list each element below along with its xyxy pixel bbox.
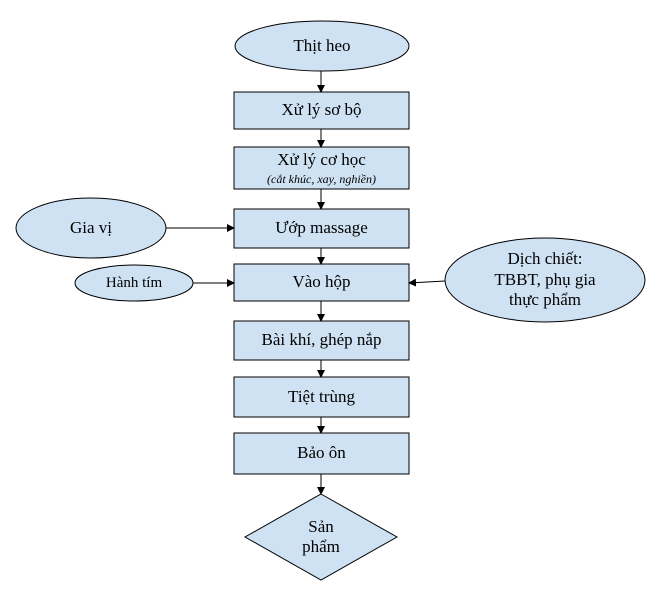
marinate-node: Ướp massage [234, 209, 409, 248]
marinate-label: Ướp massage [275, 218, 368, 238]
extract-node: Dịch chiết: TBBT, phụ gia thực phẩm [445, 238, 645, 322]
spices-label: Gia vị [69, 217, 113, 237]
exhaust-seal-label: Bài khí, ghép nắp [261, 330, 382, 350]
shallot-node: Hành tím [75, 265, 193, 301]
raw-material-label: Thịt heo [293, 35, 351, 55]
incubate-box [233, 432, 410, 475]
preprocess-box [233, 91, 410, 130]
extract-ellipse [444, 237, 646, 323]
incubate-label: Bảo ôn [297, 443, 346, 463]
exhaust-seal-node: Bài khí, ghép nắp [234, 321, 409, 360]
sterilize-label: Tiệt trùng [288, 386, 355, 406]
fill-can-node: Vào hộp [234, 264, 409, 301]
product-line-2: phẩm [302, 537, 340, 556]
mechanical-sublabel: (cắt khúc, xay, nghiền) [267, 172, 376, 186]
marinate-box [233, 208, 410, 249]
raw-material-ellipse [234, 20, 410, 72]
extract-line-3: thực phẩm [508, 290, 581, 310]
product-node: Sản phẩm [261, 504, 381, 570]
sterilize-node: Tiệt trùng [234, 377, 409, 417]
spices-node: Gia vị [16, 198, 166, 258]
product-line-1: Sản [308, 516, 334, 536]
extract-line-1: Dịch chiết: [507, 249, 583, 269]
mechanical-label: Xử lý cơ học [277, 149, 366, 169]
preprocess-node: Xử lý sơ bộ [234, 92, 409, 129]
preprocess-label: Xử lý sơ bộ [281, 100, 362, 120]
extract-line-2: TBBT, phụ gia [494, 269, 596, 289]
incubate-node: Bảo ôn [234, 433, 409, 474]
fill-can-label: Vào hộp [292, 272, 351, 292]
shallot-label: Hành tím [105, 275, 163, 291]
mechanical-node: Xử lý cơ học (cắt khúc, xay, nghiền) [234, 147, 409, 189]
arrow-extract-to-fill [408, 278, 446, 287]
product-diamond [243, 493, 399, 581]
raw-material-node: Thịt heo [235, 21, 409, 71]
